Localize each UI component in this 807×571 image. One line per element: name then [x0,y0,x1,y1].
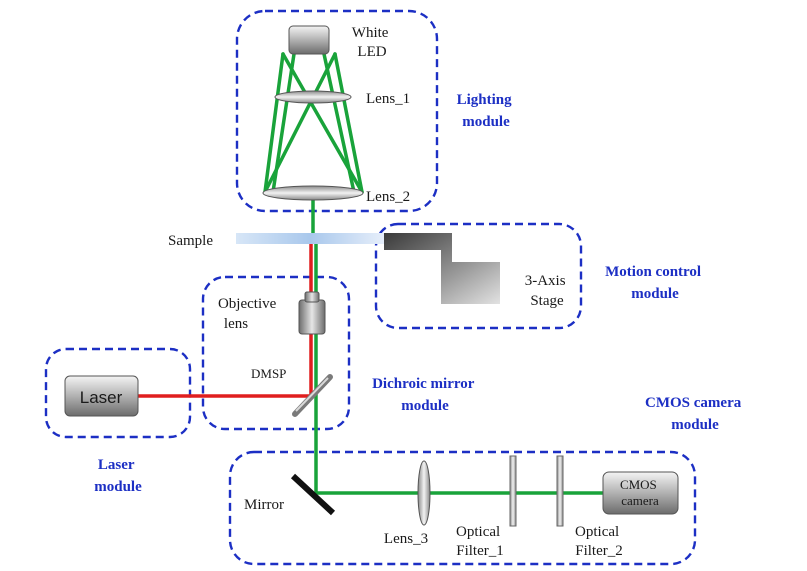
optical-filter-2-icon [556,455,564,527]
mirror-label: Mirror [244,497,284,513]
lighting-module-title: Lighting module [457,92,516,130]
motion-control-module-title: Motion control module [605,264,705,302]
cmos-camera-icon [602,471,679,515]
optical-filter-1-label: Optical Filter_1 [456,524,504,559]
illumination-beam [263,52,364,242]
cmos-camera-module-box [228,450,697,566]
lens-1-icon [274,90,352,104]
cmos-camera-module-title: CMOS camera module [645,395,745,433]
cmos-camera-label: CMOS camera [620,477,660,508]
dmsp-label: DMSP [251,366,286,381]
objective-lens-tip [304,291,320,303]
lens-3-label: Lens_3 [384,531,428,547]
lens-2-label: Lens_2 [366,189,410,205]
lens-3-icon [417,460,431,526]
lighting-module-box [235,9,439,213]
dichroic-mirror-module-title: Dichroic mirror module [372,376,478,414]
laser-label: Laser [80,388,123,407]
optical-filter-2-label: Optical Filter_2 [575,524,623,559]
laser-module-box [44,347,192,439]
dichroic-mirror-shine [295,377,329,412]
motion-control-module-box [374,222,583,330]
stage-icon [384,233,500,304]
laser-module-title: Laser module [94,457,142,495]
sample-slide-icon [236,233,384,244]
dichroic-mirror-module-box [201,275,351,431]
mirror-icon [290,473,336,516]
sample-label: Sample [168,233,213,249]
white-led-icon [288,25,330,55]
objective-lens-label: Objective lens [218,296,280,332]
white-led-label: White LED [352,25,392,60]
stage-label: 3-Axis Stage [525,273,570,309]
lens-1-label: Lens_1 [366,91,410,107]
laser-icon [64,375,139,417]
lens-2-icon [262,185,364,201]
objective-lens-icon [298,299,326,335]
optical-filter-1-icon [509,455,517,527]
